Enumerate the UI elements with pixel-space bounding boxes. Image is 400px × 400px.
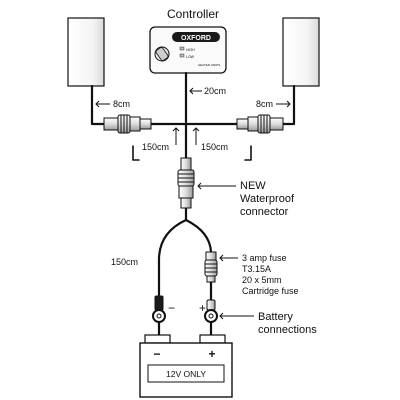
fuse-holder (204, 251, 218, 283)
controller-low-label: LOW (186, 55, 195, 59)
positive-terminal (204, 299, 218, 323)
battery-loom-length-label: 150cm (111, 257, 138, 267)
battery-connections-label-line1: Battery (258, 311, 293, 323)
controller-title: Controller (167, 7, 219, 21)
fuse-label-line1: 3 amp fuse (242, 253, 287, 263)
right-grip-heater (282, 17, 320, 87)
left-connector (103, 114, 152, 134)
controller-brand: OXFORD (181, 35, 211, 42)
negative-sign: − (168, 301, 175, 315)
connector-label-line1: NEW (240, 180, 266, 192)
controller-cable-length-label: 20cm (204, 86, 226, 96)
fuse-label-line4: Cartridge fuse (242, 286, 299, 296)
left-grip-cable-length-label: 8cm (113, 99, 130, 109)
fuse-label-line2: T3.15A (242, 264, 271, 274)
left-wire-bracket (132, 145, 140, 161)
battery: − + 12V ONLY (139, 334, 233, 398)
right-connector (236, 114, 284, 134)
battery-connections-label-line2: connections (258, 324, 317, 336)
right-loom-length-label: 150cm (201, 142, 228, 152)
battery-minus-sign: − (153, 347, 160, 361)
controller-unit: OXFORD HIGH LOW HEATED GRIPS (149, 26, 227, 74)
right-wire-bracket (244, 145, 252, 161)
negative-terminal (152, 295, 166, 323)
connector-label-line3: connector (240, 206, 289, 218)
right-grip-cable-length-label: 8cm (256, 99, 273, 109)
battery-voltage-label: 12V ONLY (166, 369, 206, 379)
left-loom-length-label: 150cm (142, 142, 169, 152)
battery-plus-sign: + (208, 347, 215, 361)
controller-high-label: HIGH (186, 48, 195, 52)
fuse-label-line3: 20 x 5mm (242, 275, 282, 285)
positive-sign: + (199, 301, 206, 315)
wiring (90, 71, 296, 342)
annotation-arrows (95, 87, 291, 320)
waterproof-connector (177, 157, 195, 209)
controller-dial-icon (154, 46, 170, 62)
left-grip-heater (67, 17, 105, 87)
connector-label-line2: Waterproof (240, 193, 295, 205)
controller-small-text: HEATED GRIPS (198, 63, 220, 67)
